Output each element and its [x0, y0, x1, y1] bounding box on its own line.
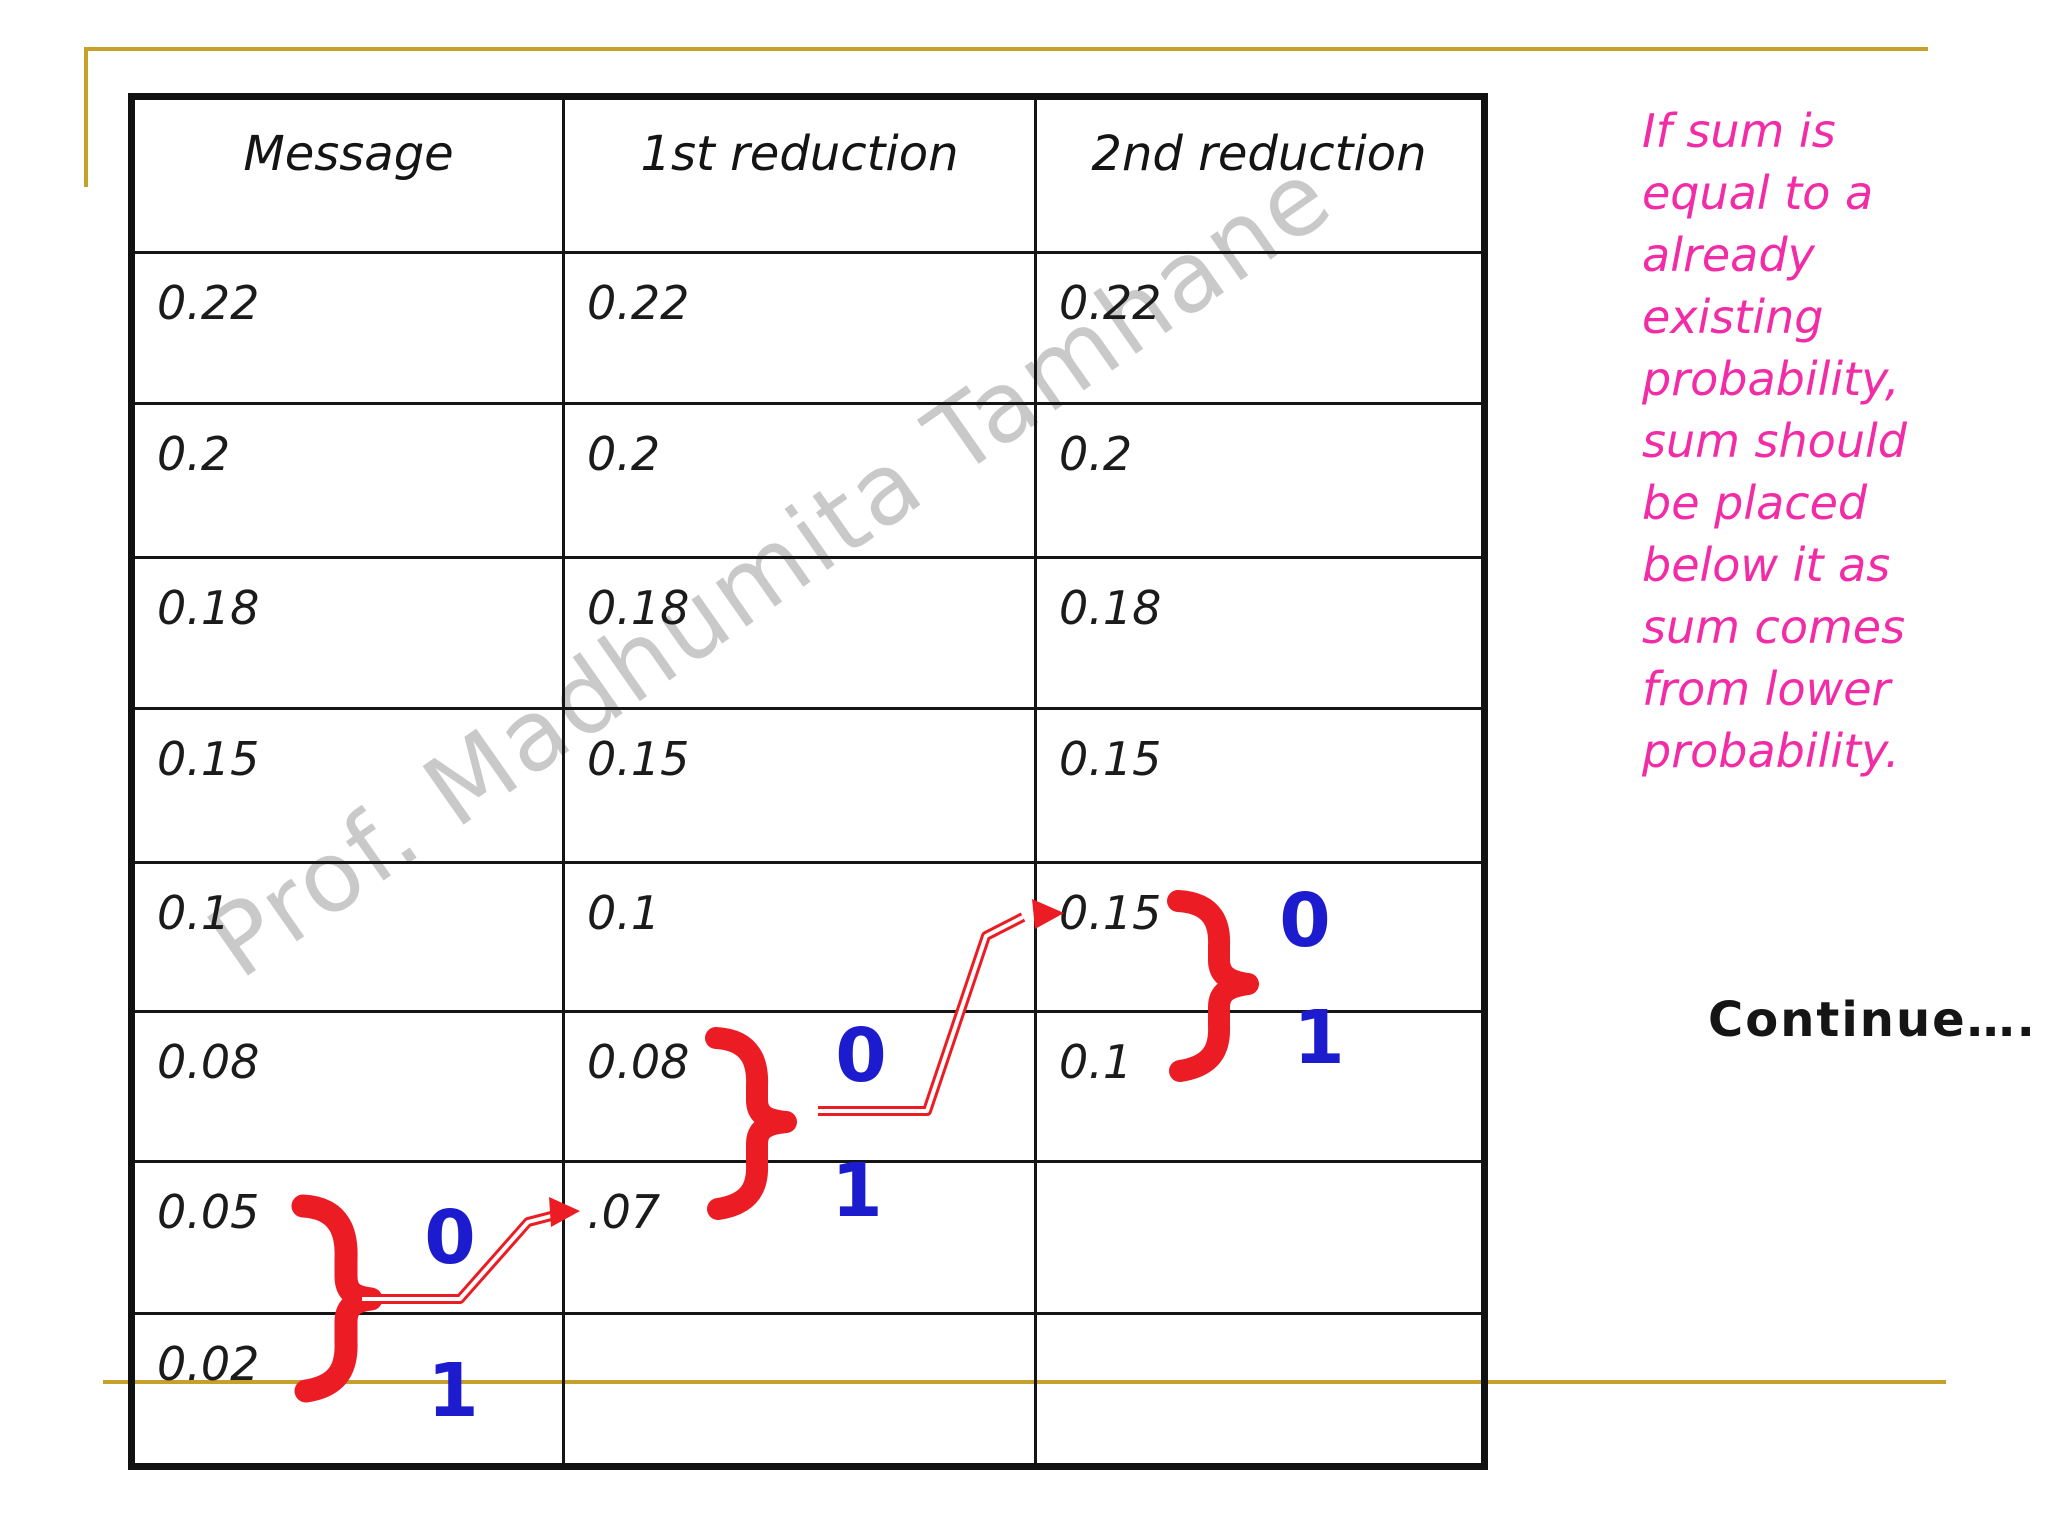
table-cell: 0.18 — [1037, 559, 1481, 710]
table-cell: 0.2 — [1037, 405, 1481, 559]
top-frame-line — [86, 47, 1928, 51]
side-note: If sum is equal to a already existing pr… — [1642, 104, 1907, 778]
bottom-frame-line — [103, 1380, 1946, 1384]
bit-label-1: 1 — [427, 1348, 479, 1434]
bit-label-1: 1 — [831, 1148, 883, 1234]
reduction-table: Message 1st reduction 2nd reduction 0.22… — [128, 93, 1488, 1470]
table-cell: 0.08 — [135, 1013, 565, 1163]
table-cell: 0.2 — [135, 405, 565, 559]
left-frame-line — [84, 47, 88, 187]
bit-label-0: 0 — [1279, 878, 1331, 964]
merge-brace-icon — [291, 1194, 383, 1403]
table-cell: 0.1 — [1037, 1013, 1481, 1163]
bit-label-0: 0 — [424, 1195, 476, 1281]
arrowhead-icon — [1032, 899, 1064, 929]
merge-brace-icon — [1167, 890, 1259, 1082]
table-cell — [1037, 1163, 1481, 1315]
table-cell — [565, 1315, 1037, 1463]
merge-arrow-inner — [362, 1212, 560, 1301]
table-cell: 0.22 — [135, 254, 565, 405]
table-cell: 0.22 — [565, 254, 1037, 405]
table-cell: 0.15 — [1037, 864, 1481, 1013]
table-cell: 0.18 — [565, 559, 1037, 710]
table-cell: 0.22 — [1037, 254, 1481, 405]
table-cell: 0.1 — [565, 864, 1037, 1013]
table-cell: 0.1 — [135, 864, 565, 1013]
merge-arrow-inner — [818, 915, 1024, 1113]
column-header-2nd-reduction: 2nd reduction — [1037, 100, 1481, 254]
continue-text: Continue…. — [1708, 992, 2037, 1048]
table-cell: .07 — [565, 1163, 1037, 1315]
table-cell: 0.2 — [565, 405, 1037, 559]
merge-brace-icon — [705, 1027, 797, 1220]
bit-label-1: 1 — [1293, 995, 1345, 1081]
table-cell: 0.02 — [135, 1315, 565, 1463]
table-cell: 0.08 — [565, 1013, 1037, 1163]
table-cell: 0.15 — [565, 710, 1037, 864]
table-cell: 0.15 — [135, 710, 565, 864]
arrowhead-icon — [549, 1197, 580, 1227]
table-cell: 0.18 — [135, 559, 565, 710]
column-header-1st-reduction: 1st reduction — [565, 100, 1037, 254]
column-header-message: Message — [135, 100, 565, 254]
table-cell: 0.15 — [1037, 710, 1481, 864]
bit-label-0: 0 — [835, 1013, 887, 1099]
